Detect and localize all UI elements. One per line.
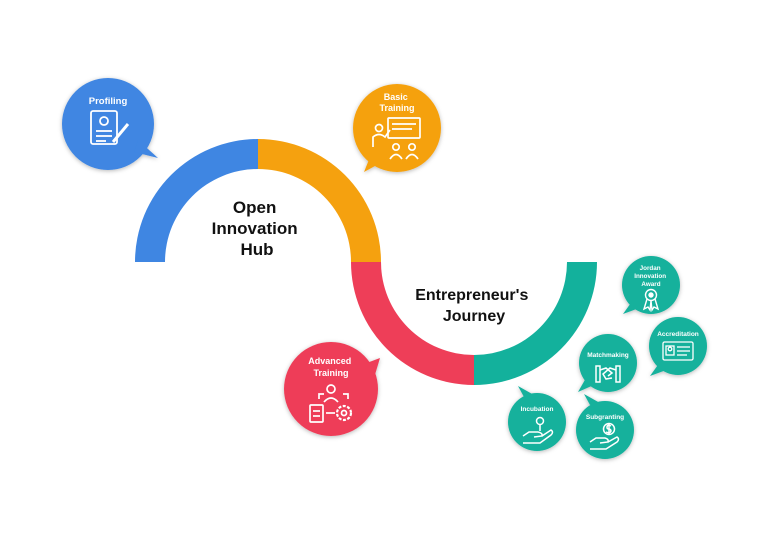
subgranting-bubble[interactable]: [576, 394, 634, 459]
basic-training-label: Basic Training: [379, 92, 414, 113]
id-card-icon: [662, 341, 694, 361]
advanced-training-bubble[interactable]: [284, 342, 380, 436]
subgranting-label: Subgranting: [586, 414, 624, 421]
matchmaking-bubble[interactable]: [578, 334, 637, 392]
award-ribbon-icon: [642, 288, 660, 312]
document-profile-icon: [90, 110, 130, 145]
accreditation-label: Accreditation: [657, 331, 699, 338]
hub-arc-blue: [135, 139, 258, 262]
journey-arc-red: [351, 262, 474, 385]
incubation-label: Incubation: [521, 406, 554, 413]
hub-title: Open Innovation Hub: [212, 198, 303, 259]
advanced-training-label: Advanced Training: [308, 356, 354, 378]
handshake-icon: [595, 365, 621, 383]
matchmaking-label: Matchmaking: [587, 352, 629, 359]
presentation-board-icon: [372, 117, 421, 160]
basic-training-bubble[interactable]: [353, 84, 441, 172]
hand-coin-icon: [589, 422, 620, 450]
journey-title: Entrepreneur's Journey: [415, 287, 533, 325]
jordan-award-bubble[interactable]: [622, 256, 680, 314]
journey-arc-teal: [474, 262, 597, 385]
hand-seedling-icon: [522, 416, 554, 444]
accreditation-bubble[interactable]: [649, 317, 707, 376]
jordan-award-label: Jordan Innovation Award: [634, 265, 668, 288]
hub-arc-orange: [258, 139, 381, 262]
profiling-bubble[interactable]: [62, 78, 158, 170]
process-gear-icon: [309, 384, 353, 423]
profiling-label: Profiling: [89, 96, 128, 107]
